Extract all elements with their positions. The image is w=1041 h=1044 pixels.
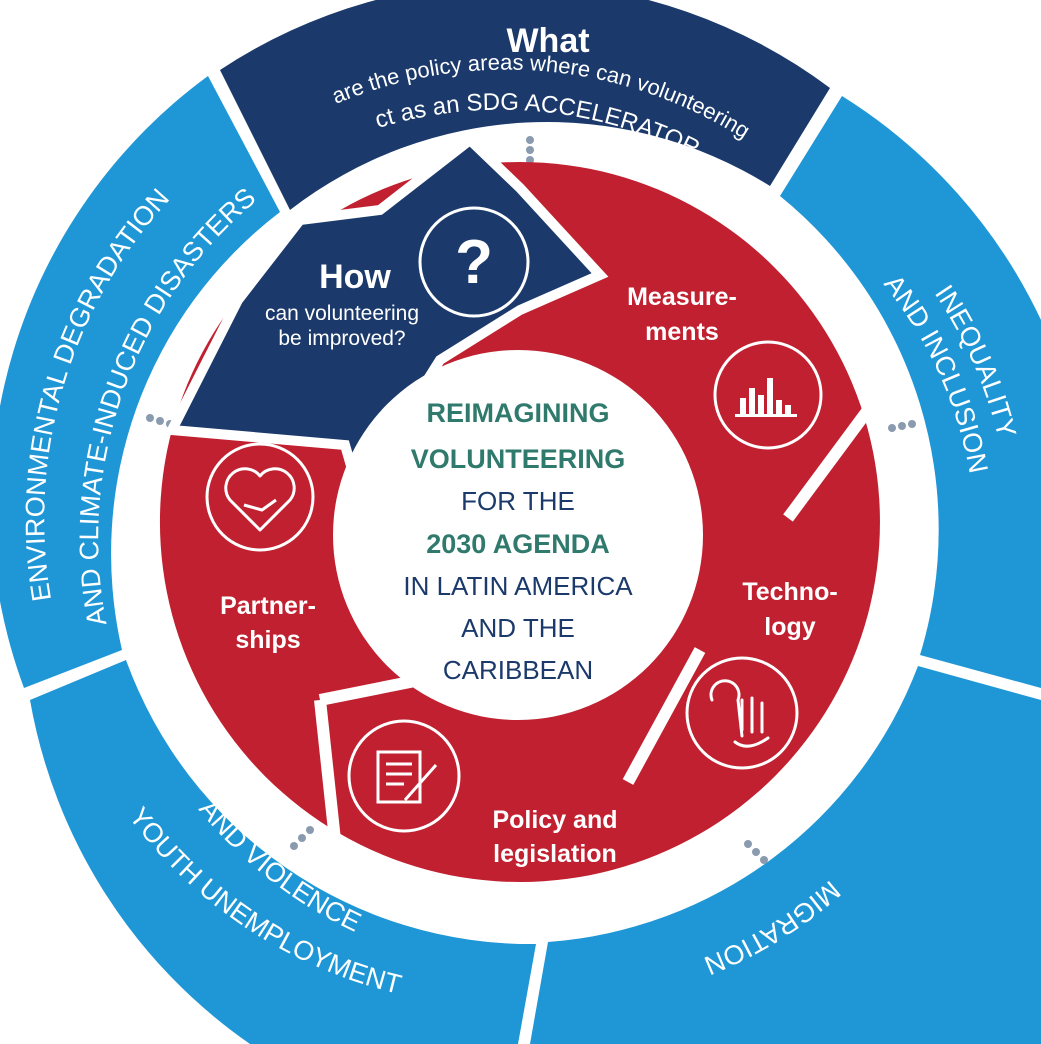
center-text: REIMAGINING VOLUNTEERING FOR THE 2030 AG… [403, 398, 633, 685]
document-pen-icon [347, 719, 461, 833]
question-mark-icon: ? [455, 228, 493, 297]
segment-inequality [780, 96, 1041, 688]
question-badge: ? [418, 206, 530, 318]
wrench-hand-icon [685, 656, 799, 770]
segment-youth [30, 660, 536, 1044]
center-line-5: IN LATIN AMERICA [403, 571, 633, 601]
segment-migration [530, 666, 1041, 1044]
partnerships: Partner- ships [205, 442, 316, 654]
partnerships-label-2: ships [235, 626, 300, 654]
separator-partners-2 [314, 699, 341, 841]
center-line-6: AND THE [461, 613, 575, 643]
measurements-label-1: Measure- [627, 283, 737, 311]
bar-chart-icon [713, 340, 823, 450]
measurements-label-2: ments [645, 318, 719, 346]
policy-label-1: Policy and [492, 806, 617, 834]
center-line-3: FOR THE [461, 486, 575, 516]
how-label: How can volunteering be improved? [265, 258, 419, 350]
segment-what [220, 0, 830, 210]
technology-label-2: logy [764, 613, 815, 641]
how-title: How [319, 258, 391, 296]
measurements: Measure- ments [627, 283, 823, 450]
heart-handshake-icon [205, 442, 315, 552]
how-subtitle-1: can volunteering [265, 302, 419, 325]
technology-label-1: Techno- [742, 578, 837, 606]
separator-partners [318, 674, 422, 706]
policy-label-2: legislation [493, 840, 617, 868]
center-circle [333, 350, 703, 720]
segment-environment [0, 76, 280, 688]
what-title: What [506, 22, 589, 60]
connectors [146, 136, 916, 864]
technology: Techno- logy [685, 578, 838, 770]
center-line-7: CARIBBEAN [443, 655, 593, 685]
center-line-1: REIMAGINING [426, 398, 609, 428]
policy: Policy and legislation [347, 719, 618, 868]
separator-policy [622, 647, 706, 785]
center-line-4: 2030 AGENDA [426, 529, 610, 559]
how-subtitle-2: be improved? [278, 327, 405, 350]
partnerships-label-1: Partner- [220, 592, 316, 620]
center-line-2: VOLUNTEERING [411, 444, 626, 474]
separator-tech [783, 406, 873, 522]
